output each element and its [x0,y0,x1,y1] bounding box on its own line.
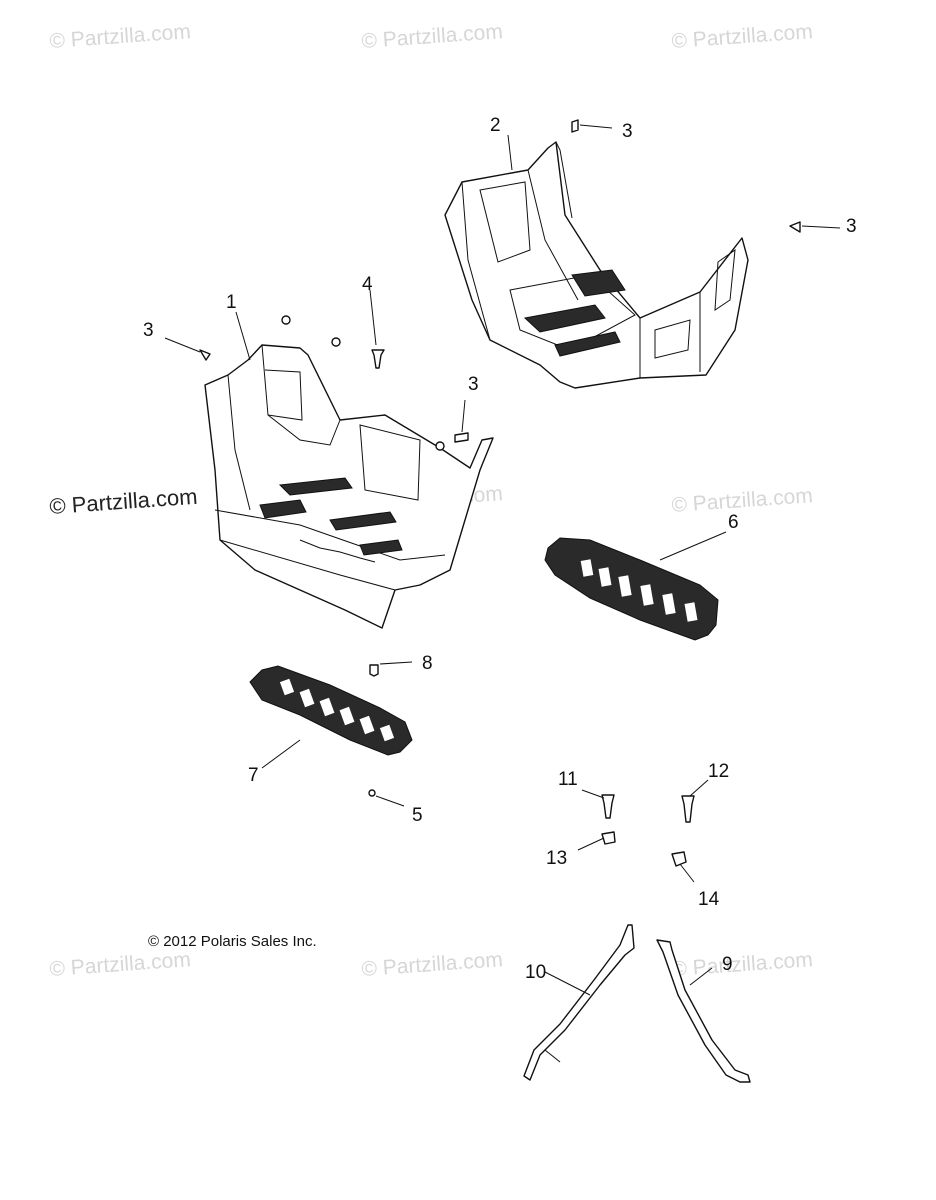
callout-3: 3 [468,374,479,395]
callout-labels: 2 3 3 1 3 4 3 6 8 7 5 11 12 13 14 10 9 [143,115,857,983]
part-6-footrest-right [544,537,719,641]
callout-1: 1 [226,292,237,313]
watermark: © Partzilla.com [671,948,814,981]
callout-14: 14 [698,889,720,910]
callout-8: 8 [422,653,433,674]
watermark-layer: © Partzilla.com © Partzilla.com © Partzi… [49,20,814,981]
part-1-footwell-lower [204,344,494,629]
part-2-footwell-upper [444,141,749,389]
callout-3: 3 [143,320,154,341]
watermark: © Partzilla.com [671,484,814,517]
watermark-dark: © Partzilla.com [49,484,199,519]
callout-7: 7 [248,765,259,786]
callout-12: 12 [708,761,729,782]
watermark: © Partzilla.com [49,20,192,53]
part-9-bracket [656,939,751,1083]
leader-lines [164,124,841,996]
watermark: © Partzilla.com [361,20,504,53]
fasteners [199,119,801,867]
callout-5: 5 [412,805,423,826]
callout-6: 6 [728,512,739,533]
callout-10: 10 [525,962,546,983]
part-7-footrest-left [249,665,413,756]
callout-3: 3 [622,121,633,142]
callout-3: 3 [846,216,857,237]
callout-9: 9 [722,954,733,975]
callout-2: 2 [490,115,501,136]
watermark: © Partzilla.com [361,948,504,981]
watermark: © Partzilla.com [49,948,192,981]
watermark: © Partzilla.com [671,20,814,53]
callout-13: 13 [546,848,567,869]
callout-4: 4 [362,274,373,295]
callout-11: 11 [558,769,578,790]
part-10-bracket [523,924,635,1081]
copyright-text: © 2012 Polaris Sales Inc. [148,933,317,950]
